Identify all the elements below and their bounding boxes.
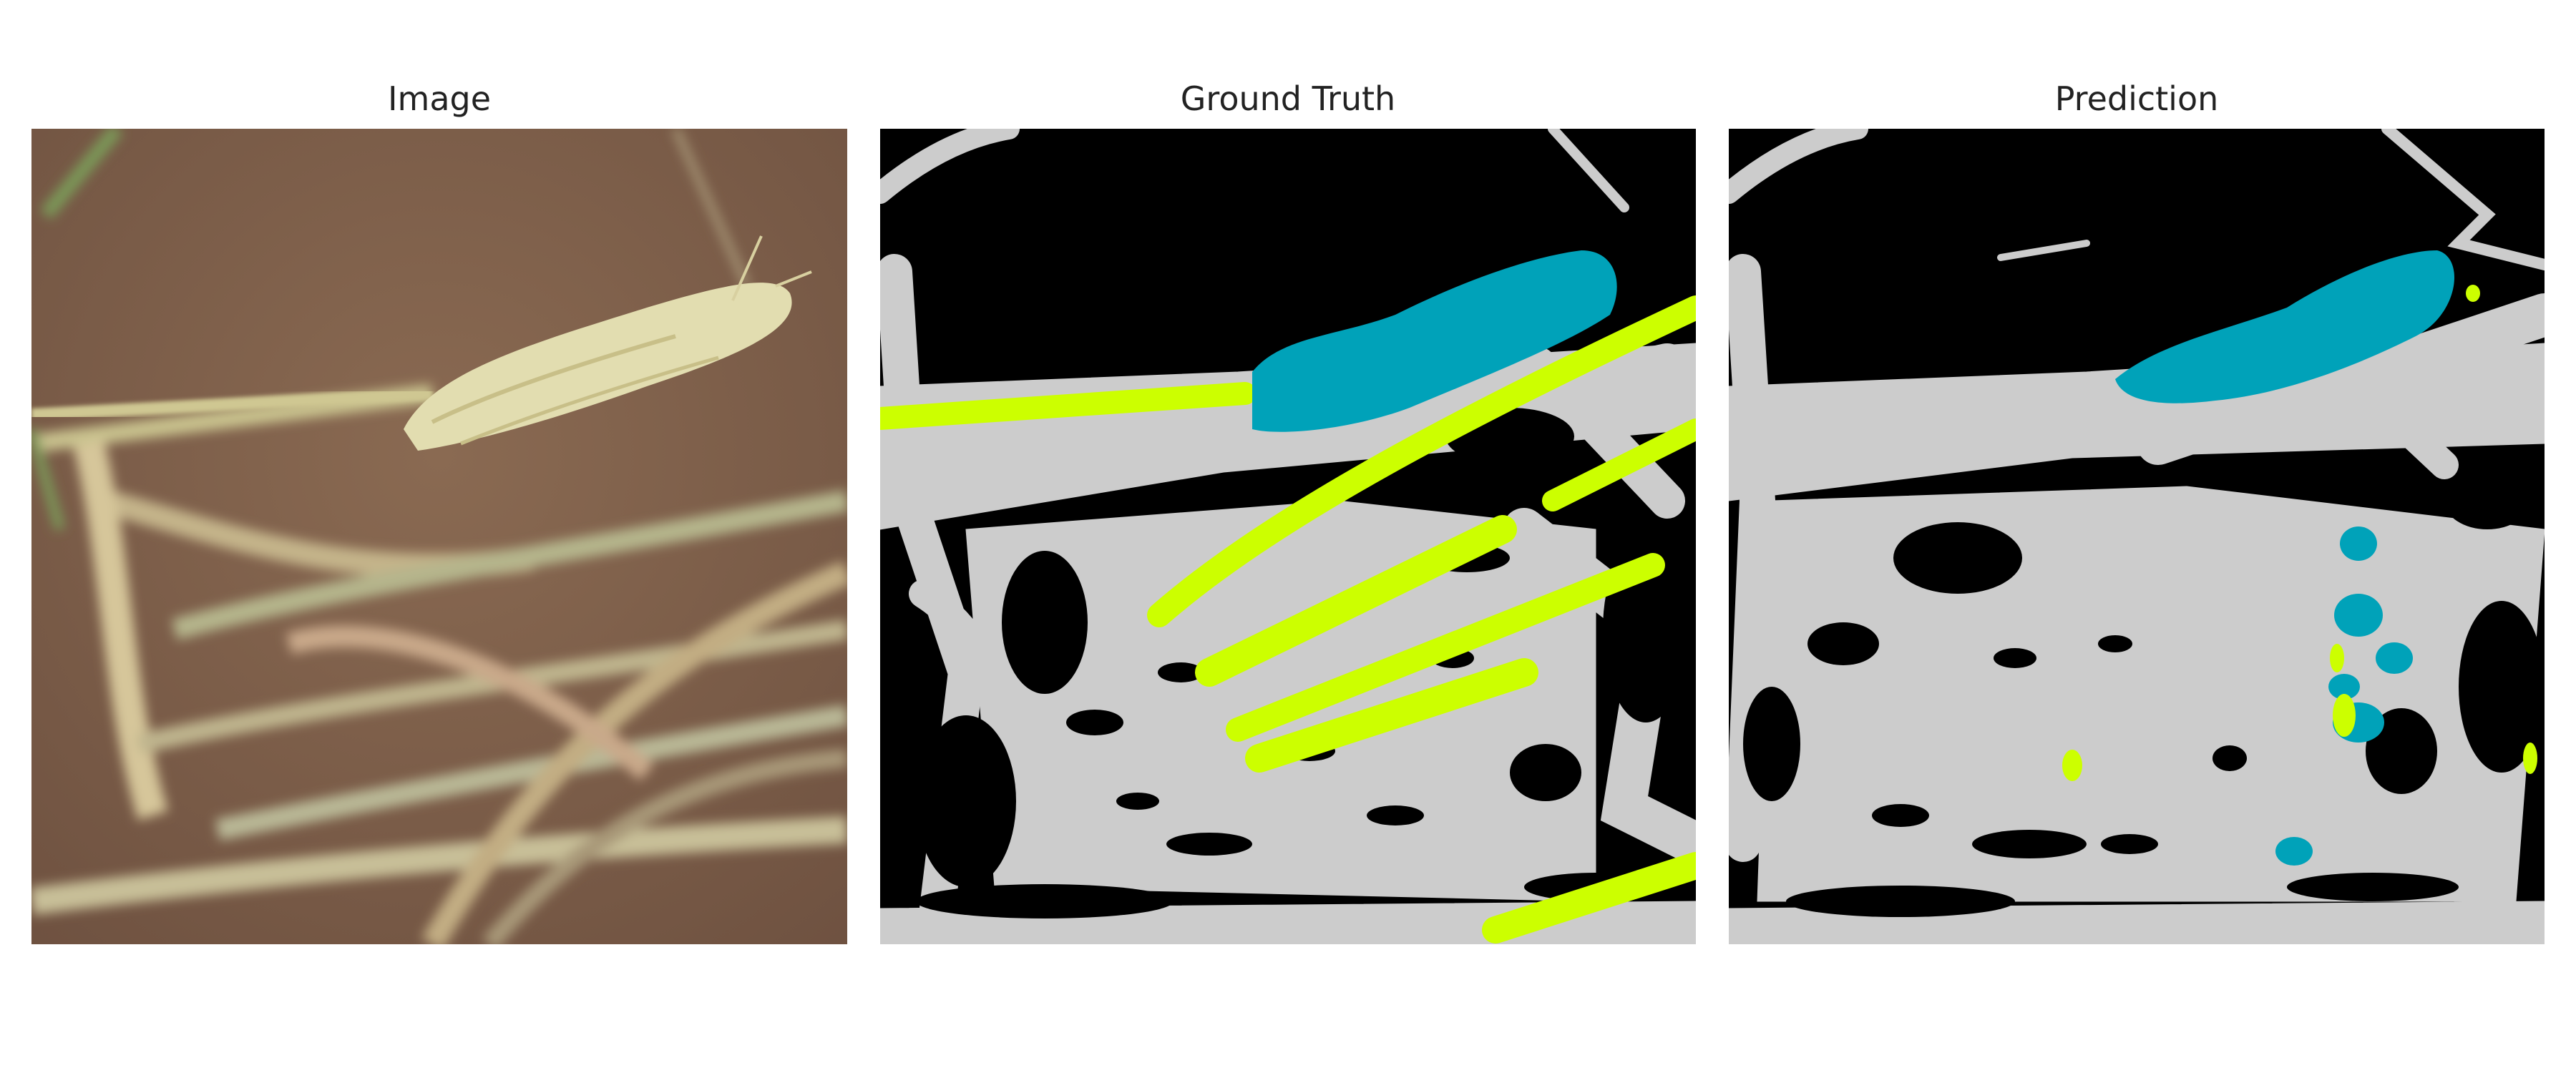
prediction-svg <box>1729 129 2545 944</box>
ground-truth-mask <box>880 129 1696 944</box>
prediction-mask <box>1729 129 2545 944</box>
ground-truth-svg <box>880 129 1696 944</box>
blurred-stems <box>31 129 847 944</box>
panel-title-prediction: Prediction <box>2054 79 2219 118</box>
image-panel <box>31 129 847 944</box>
black-holes <box>1743 472 2545 917</box>
panel-title-ground-truth: Ground Truth <box>1180 79 1396 118</box>
panel-title-image: Image <box>387 79 492 118</box>
teal-class-region <box>1252 250 1617 432</box>
lime-class-regions <box>2062 285 2537 781</box>
stem <box>31 387 433 421</box>
lime-class-regions <box>880 295 1696 944</box>
wheat-head <box>404 235 812 451</box>
black-holes <box>916 408 1689 918</box>
wheat-photo <box>31 129 847 944</box>
